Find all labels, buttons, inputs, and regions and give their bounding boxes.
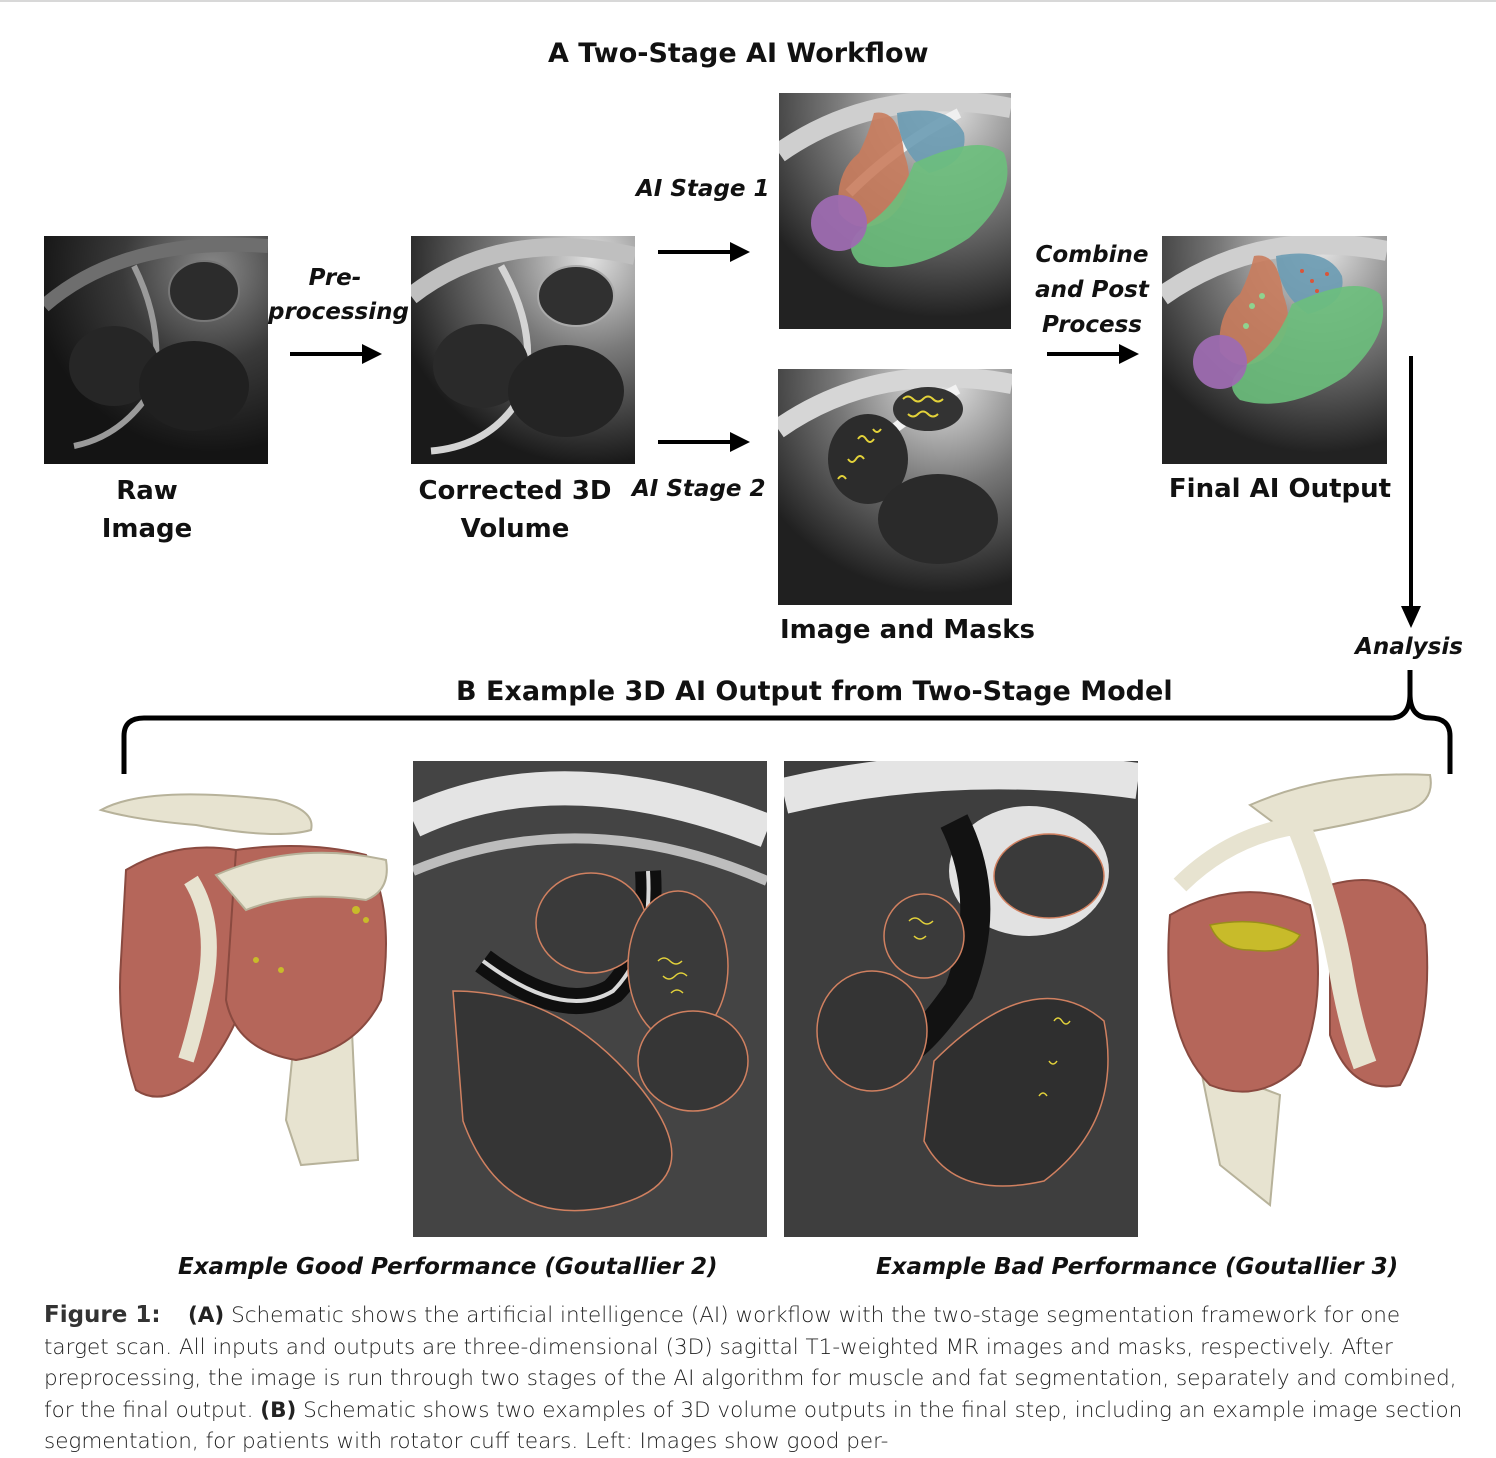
preprocess-label-line1: Pre- — [308, 265, 362, 291]
arrow-right-icon — [290, 344, 382, 364]
raw-image — [44, 236, 268, 464]
final-ai-output-label: Final AI Output — [1168, 474, 1392, 504]
raw-label-line1: Raw — [116, 476, 178, 506]
panel-b-title: B Example 3D AI Output from Two-Stage Mo… — [456, 676, 1173, 707]
ai-stage-2-label: AI Stage 2 — [632, 476, 766, 502]
corrected-label-line1: Corrected 3D — [418, 476, 612, 506]
arrow-right-icon — [658, 242, 750, 262]
bad-performance-3d-model — [1167, 773, 1432, 1207]
raw-label-line2: Image — [101, 514, 193, 544]
arrow-right-icon — [658, 432, 750, 452]
stage1-muscle-mask-image — [779, 93, 1011, 329]
analysis-label: Analysis — [1355, 634, 1463, 660]
corrected-label-line2: Volume — [460, 514, 570, 544]
figure-caption: Figure 1: (A) Schematic shows the artifi… — [44, 1300, 1464, 1458]
stage2-fat-mask-image — [778, 369, 1012, 605]
good-performance-caption: Example Good Performance (Goutallier 2) — [178, 1254, 718, 1280]
good-performance-mri-section — [413, 761, 767, 1237]
bad-performance-mri-section — [784, 761, 1138, 1237]
bad-performance-caption: Example Bad Performance (Goutallier 3) — [876, 1254, 1399, 1280]
ai-stage-1-label: AI Stage 1 — [636, 176, 770, 202]
curly-brace-icon — [121, 670, 1453, 774]
top-rule — [0, 0, 1496, 2]
combine-label-line2: and Post — [1035, 277, 1149, 303]
caption-b-tag: (B) — [260, 1397, 297, 1423]
arrow-down-icon — [1401, 356, 1421, 628]
preprocess-label-line2: processing — [268, 299, 409, 325]
figure-number: Figure 1: — [44, 1302, 161, 1328]
corrected-volume-image — [411, 236, 635, 464]
arrow-right-icon — [1047, 344, 1139, 364]
combine-label-line1: Combine — [1035, 242, 1149, 268]
caption-a-tag: (A) — [187, 1303, 225, 1328]
image-and-masks-label: Image and Masks — [780, 615, 1035, 645]
combine-label-line3: Process — [1042, 312, 1142, 338]
caption-a-text: Schematic shows the artificial intellige… — [44, 1303, 1457, 1423]
final-ai-output-image — [1162, 236, 1387, 464]
good-performance-3d-model — [98, 793, 388, 1167]
panel-a-title: A Two-Stage AI Workflow — [548, 38, 929, 69]
